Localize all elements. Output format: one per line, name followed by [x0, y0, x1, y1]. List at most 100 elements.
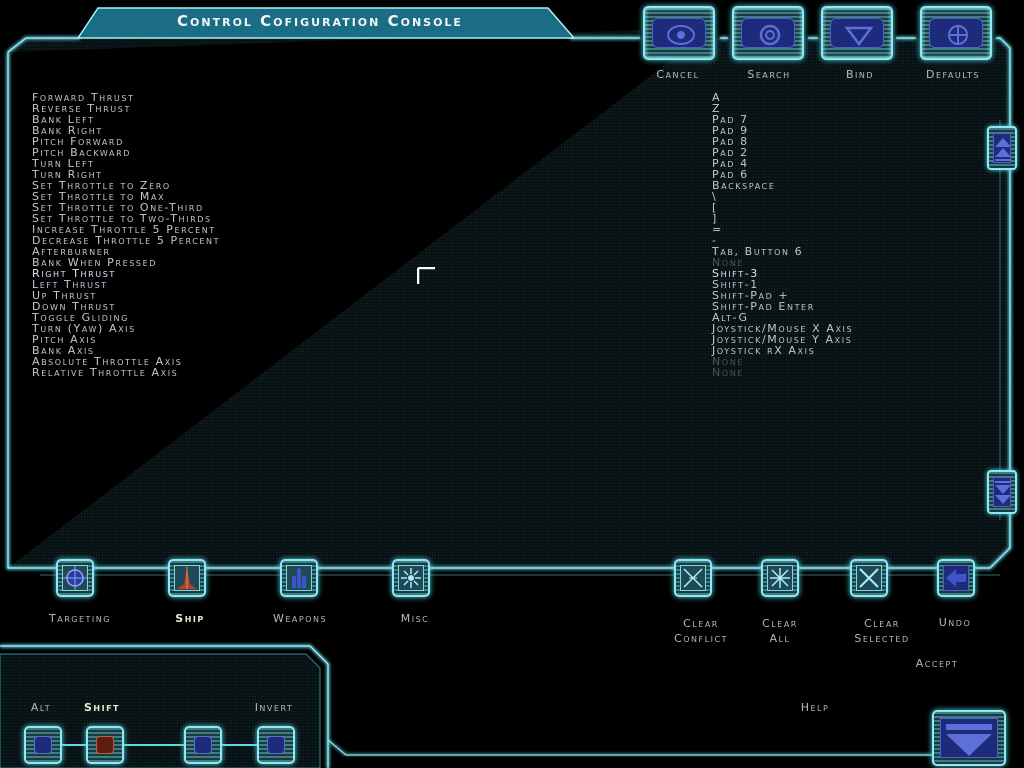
- weapons-icon: [292, 568, 306, 588]
- cancel-icon: [667, 25, 695, 45]
- control-action-label[interactable]: Pitch Backward: [32, 146, 131, 159]
- ship-button[interactable]: [168, 559, 206, 597]
- accept-icon: [946, 724, 992, 756]
- targeting-label: Targeting: [49, 612, 111, 625]
- control-binding-label[interactable]: ]: [712, 212, 718, 225]
- shift-modifier-button[interactable]: [86, 726, 124, 764]
- control-binding-label[interactable]: Joystick rX Axis: [712, 344, 816, 357]
- control-action-label[interactable]: Forward Thrust: [32, 91, 135, 104]
- control-action-label[interactable]: Right Thrust: [32, 267, 116, 280]
- search-label: Search: [747, 68, 791, 81]
- misc-icon: [401, 568, 421, 588]
- alt-modifier-button[interactable]: [24, 726, 62, 764]
- ship-label: Ship: [175, 612, 205, 625]
- cancel-button[interactable]: [643, 6, 715, 60]
- control-action-label[interactable]: Toggle Gliding: [32, 311, 129, 324]
- control-action-label[interactable]: Pitch Forward: [32, 135, 124, 148]
- undo-button[interactable]: [937, 559, 975, 597]
- invert-label: Invert: [254, 701, 294, 714]
- defaults-label: Defaults: [925, 68, 981, 81]
- mouse-cursor-icon: [417, 267, 435, 284]
- control-action-label[interactable]: Turn (Yaw) Axis: [32, 322, 136, 335]
- targeting-button[interactable]: [56, 559, 94, 597]
- defaults-button[interactable]: [920, 6, 992, 60]
- control-binding-label[interactable]: None: [712, 256, 744, 269]
- search-icon: [759, 24, 781, 46]
- control-binding-label[interactable]: Z: [712, 102, 722, 115]
- control-action-label[interactable]: Bank Left: [32, 113, 95, 126]
- invert-modifier-button[interactable]: [257, 726, 295, 764]
- undo-icon: [946, 569, 966, 587]
- console-title: Control Cofiguration Console: [177, 12, 463, 30]
- scroll-down-icon: [995, 481, 1011, 504]
- scroll-up-button[interactable]: [987, 126, 1017, 170]
- shift-label: Shift: [83, 701, 121, 714]
- control-binding-label[interactable]: \: [712, 190, 718, 203]
- control-binding-label[interactable]: Pad 4: [712, 157, 749, 170]
- control-binding-label[interactable]: None: [712, 366, 744, 379]
- clear-conflict-icon: [683, 568, 703, 588]
- control-binding-label[interactable]: Pad 7: [712, 113, 749, 126]
- ship-icon: [177, 567, 197, 589]
- accept-label: Accept: [915, 657, 959, 670]
- control-binding-label[interactable]: Tab, Button 6: [712, 245, 804, 258]
- bind-button[interactable]: [821, 6, 893, 60]
- control-binding-label[interactable]: Alt-G: [712, 311, 749, 324]
- control-binding-label[interactable]: Pad 2: [712, 146, 749, 159]
- alt-label: Alt: [30, 701, 52, 714]
- misc-button[interactable]: [392, 559, 430, 597]
- modifier-button-3[interactable]: [184, 726, 222, 764]
- control-binding-label[interactable]: A: [712, 91, 722, 104]
- control-action-label[interactable]: Turn Right: [32, 168, 103, 181]
- scroll-up-icon: [995, 138, 1011, 161]
- control-action-label[interactable]: Decrease Throttle 5 Percent: [32, 234, 221, 247]
- cancel-label: Cancel: [656, 68, 700, 81]
- control-binding-label[interactable]: =: [712, 223, 723, 236]
- undo-label: Undo: [938, 616, 972, 629]
- control-binding-label[interactable]: Pad 9: [712, 124, 749, 137]
- control-binding-label[interactable]: Shift-Pad +: [712, 289, 790, 302]
- control-binding-label[interactable]: Shift-1: [712, 278, 759, 291]
- clear-selected-icon: [859, 568, 879, 588]
- control-action-label[interactable]: Bank When Pressed: [32, 256, 157, 269]
- control-binding-label[interactable]: None: [712, 355, 744, 368]
- scroll-down-button[interactable]: [987, 470, 1017, 514]
- defaults-icon: [948, 25, 968, 45]
- misc-label: Misc: [400, 612, 430, 625]
- control-action-label[interactable]: Set Throttle to One-Third: [32, 201, 204, 214]
- control-action-label[interactable]: Set Throttle to Two-Thirds: [32, 212, 212, 225]
- control-action-label[interactable]: Down Thrust: [32, 300, 116, 313]
- control-action-label[interactable]: Absolute Throttle Axis: [32, 355, 183, 368]
- weapons-button[interactable]: [280, 559, 318, 597]
- search-button[interactable]: [732, 6, 804, 60]
- control-action-label[interactable]: Relative Throttle Axis: [32, 366, 179, 379]
- control-action-label[interactable]: Set Throttle to Max: [32, 190, 166, 203]
- control-binding-label[interactable]: Shift-3: [712, 267, 759, 280]
- clear-conflict-button[interactable]: [674, 559, 712, 597]
- control-action-label[interactable]: Afterburner: [32, 245, 111, 258]
- control-binding-label[interactable]: [: [712, 201, 718, 214]
- control-binding-label[interactable]: Shift-Pad Enter: [712, 300, 815, 313]
- control-action-label[interactable]: Bank Right: [32, 124, 103, 137]
- control-action-label[interactable]: Set Throttle to Zero: [32, 179, 171, 192]
- targeting-icon: [63, 566, 87, 590]
- control-binding-label[interactable]: Joystick/Mouse X Axis: [712, 322, 854, 335]
- control-action-label[interactable]: Reverse Thrust: [32, 102, 131, 115]
- accept-button[interactable]: [932, 710, 1006, 766]
- control-binding-label[interactable]: Pad 8: [712, 135, 749, 148]
- control-action-label[interactable]: Pitch Axis: [32, 333, 97, 346]
- clear-all-button[interactable]: [761, 559, 799, 597]
- control-action-label[interactable]: Up Thrust: [32, 289, 97, 302]
- control-binding-label[interactable]: Pad 6: [712, 168, 749, 181]
- control-action-label[interactable]: Left Thrust: [32, 278, 108, 291]
- clear-all-icon: [770, 568, 790, 588]
- clear-selected-button[interactable]: [850, 559, 888, 597]
- control-action-label[interactable]: Increase Throttle 5 Percent: [32, 223, 216, 236]
- control-binding-label[interactable]: Backspace: [712, 179, 776, 192]
- control-action-label[interactable]: Bank Axis: [32, 344, 95, 357]
- control-action-label[interactable]: Turn Left: [32, 157, 95, 170]
- control-binding-label[interactable]: Joystick/Mouse Y Axis: [712, 333, 853, 346]
- control-binding-label[interactable]: -: [712, 234, 718, 247]
